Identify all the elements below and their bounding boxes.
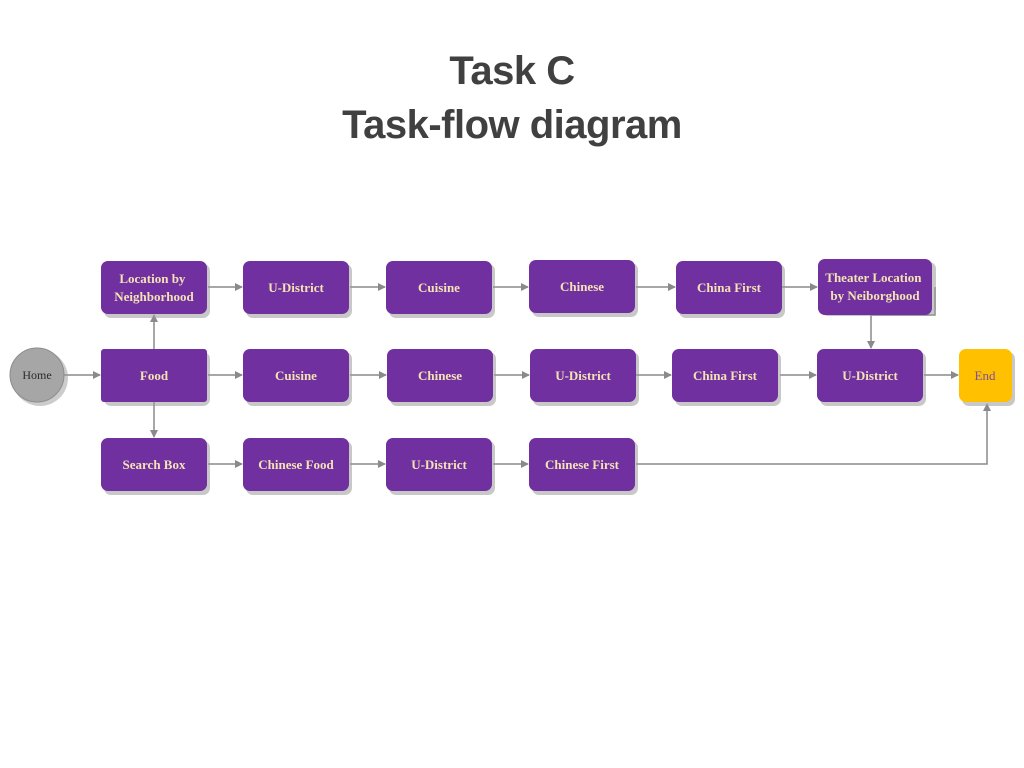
node-label: Chinese bbox=[560, 279, 604, 294]
node-label: Food bbox=[140, 368, 169, 383]
node-label: U-District bbox=[555, 368, 611, 383]
node-bot-u-district: U-District bbox=[386, 438, 495, 495]
node-food: Food bbox=[101, 349, 210, 406]
node-label: China First bbox=[697, 280, 762, 295]
node-mid-cuisine: Cuisine bbox=[243, 349, 352, 406]
node-label-line-2: Neighborhood bbox=[114, 289, 194, 304]
node-label-line-2: by Neiborghood bbox=[830, 288, 920, 303]
home-label: Home bbox=[22, 368, 51, 382]
node-bot-chinese-food: Chinese Food bbox=[243, 438, 352, 495]
home-node: Home bbox=[9, 347, 68, 406]
svg-text:Location by Neighborho: Location by Neighborhood bbox=[114, 271, 194, 304]
node-mid-u-district: U-District bbox=[530, 349, 639, 406]
slide-title: Task C Task-flow diagram bbox=[0, 44, 1024, 152]
node-mid-china-first: China First bbox=[672, 349, 781, 406]
node-top-cuisine: Cuisine bbox=[386, 261, 495, 318]
node-top-china-first: China First bbox=[676, 261, 785, 318]
node-label-line-1: Location by bbox=[119, 271, 186, 286]
title-line-2: Task-flow diagram bbox=[342, 103, 682, 147]
node-label-line-1: Theater Location bbox=[825, 270, 922, 285]
node-theater-location: Theater Location by Neiborghood bbox=[818, 259, 936, 316]
node-label: U-District bbox=[268, 280, 324, 295]
connector-chinese-first-end bbox=[636, 403, 991, 465]
node-top-u-district: U-District bbox=[243, 261, 352, 318]
node-label: Chinese Food bbox=[258, 457, 334, 472]
node-label: Chinese bbox=[418, 368, 462, 383]
node-mid-u-district-2: U-District bbox=[817, 349, 926, 406]
connectors bbox=[64, 283, 991, 468]
node-top-chinese: Chinese bbox=[529, 260, 638, 317]
node-label: End bbox=[975, 368, 996, 383]
svg-text:Theater Location by Ne: Theater Location by Neiborghood bbox=[825, 270, 924, 303]
node-label: Search Box bbox=[123, 457, 186, 472]
node-label: China First bbox=[693, 368, 758, 383]
node-label: Cuisine bbox=[275, 368, 317, 383]
node-end: End bbox=[959, 349, 1015, 406]
node-bot-chinese-first: Chinese First bbox=[529, 438, 638, 495]
node-label: U-District bbox=[411, 457, 467, 472]
title-line-1: Task C bbox=[449, 49, 575, 93]
node-label: Cuisine bbox=[418, 280, 460, 295]
node-mid-chinese: Chinese bbox=[387, 349, 496, 406]
node-label: Chinese First bbox=[545, 457, 620, 472]
node-location-by-neighborhood: Location by Neighborhood bbox=[101, 261, 210, 318]
node-search-box: Search Box bbox=[101, 438, 210, 495]
node-label: U-District bbox=[842, 368, 898, 383]
